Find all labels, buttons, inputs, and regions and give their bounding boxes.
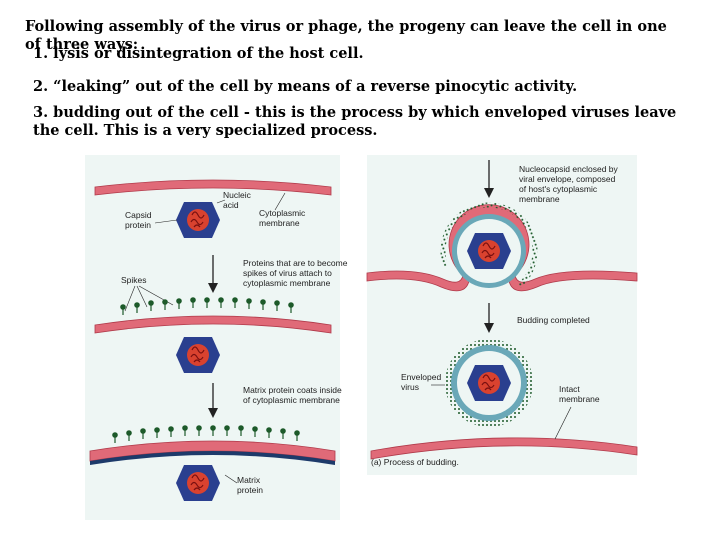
virus-nucleocapsid-1	[176, 202, 220, 238]
spikes-row-2	[112, 425, 300, 443]
list-item-budding: 3. budding out of the cell - this is the…	[33, 104, 677, 139]
matrix-layer	[90, 451, 335, 465]
cytoplasmic-membrane	[94, 179, 332, 196]
membrane-with-spikes	[94, 315, 332, 334]
list-item-lysis: 1. lysis or disintegration of the host c…	[33, 45, 364, 62]
spikes-row-1	[120, 297, 294, 315]
virus-nucleocapsid-3	[176, 465, 220, 501]
intro-text: Following assembly of the virus or phage…	[25, 18, 667, 53]
label-spikes: Spikes	[121, 275, 147, 285]
figure-caption: (a) Process of budding.	[371, 457, 459, 467]
budding-nucleocapsid	[467, 233, 511, 269]
intact-membrane	[370, 437, 638, 460]
enveloped-nucleocapsid	[467, 365, 511, 401]
virus-nucleocapsid-2	[176, 337, 220, 373]
label-budding-completed: Budding completed	[517, 315, 590, 325]
list-item-leaking: 2. “leaking” out of the cell by means of…	[33, 78, 578, 95]
right-panel-bg	[367, 155, 637, 475]
